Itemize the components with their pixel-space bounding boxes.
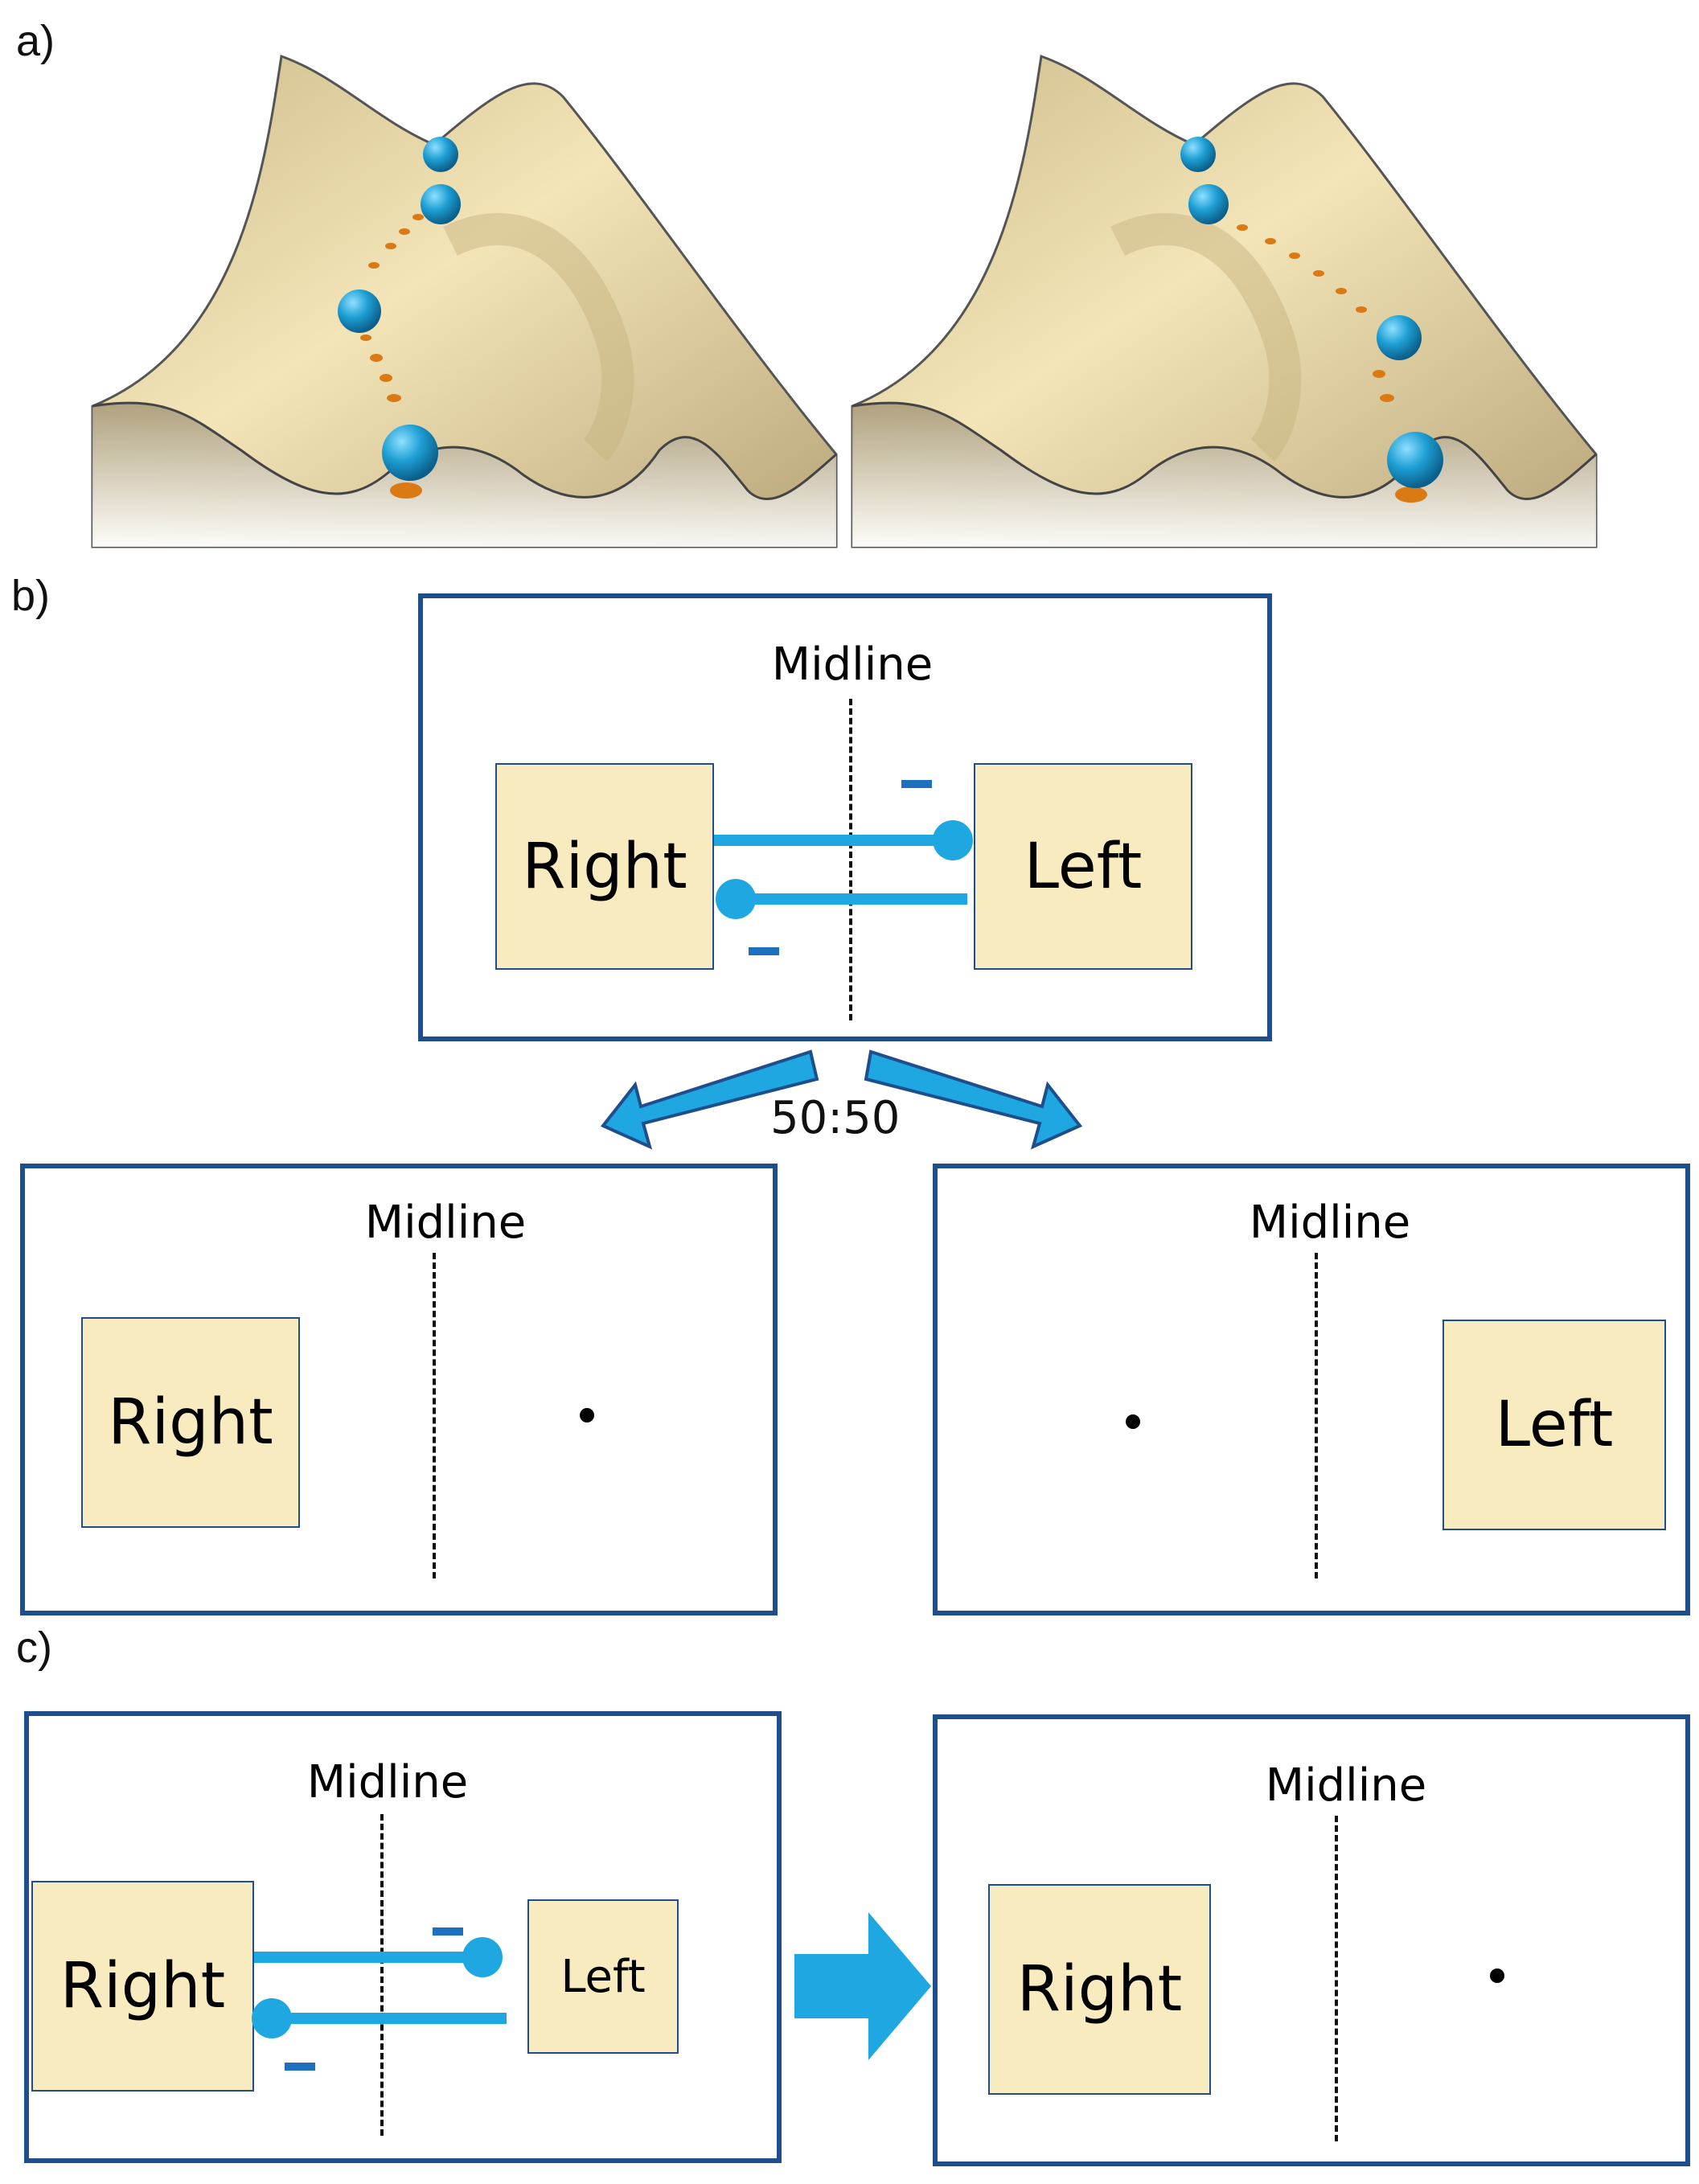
midline-label: Midline — [1265, 1759, 1427, 1812]
target-dot — [1126, 1414, 1140, 1429]
arrow-down-left-icon — [600, 1049, 819, 1150]
minus-sign-bottom: – — [285, 2063, 315, 2071]
arrow-down-right-icon — [864, 1049, 1083, 1150]
midline-label: Midline — [364, 1197, 527, 1249]
trajectory-left — [360, 214, 424, 499]
minus-sign-bottom: – — [749, 947, 779, 955]
balls-left — [338, 137, 461, 481]
panel-label-c: c) — [16, 1624, 52, 1672]
right-box: Right — [31, 1881, 254, 2092]
c-after-panel: Midline Right — [933, 1714, 1690, 2166]
b-bottom-left-panel: Midline Right — [20, 1164, 778, 1615]
midline-dash — [849, 699, 852, 1020]
midline-label: Midline — [771, 638, 934, 691]
linkers — [714, 820, 973, 919]
minus-sign-top: – — [433, 1927, 463, 1936]
midline-dash — [1315, 1253, 1318, 1578]
panel-label-b: b) — [11, 572, 51, 620]
linkers — [252, 1937, 507, 2038]
arrow-right-icon — [794, 1912, 931, 2060]
target-dot — [1490, 1968, 1504, 1983]
ratio-label: 50:50 — [770, 1092, 901, 1144]
split-arrows — [600, 1049, 1083, 1150]
surface-right — [851, 54, 1598, 548]
right-box: Right — [988, 1884, 1211, 2095]
midline-dash — [433, 1253, 436, 1578]
midline-dash — [380, 1814, 384, 2136]
minus-sign-top: – — [901, 780, 932, 788]
balls-right — [1180, 137, 1443, 488]
target-dot — [580, 1408, 594, 1422]
midline-dash — [1335, 1816, 1338, 2141]
trajectory-right — [1237, 224, 1427, 503]
c-before-panel: Midline Right Left – – — [24, 1711, 782, 2163]
left-box: Left — [1443, 1320, 1666, 1530]
surface-left — [91, 54, 838, 548]
left-box: Left — [974, 763, 1192, 970]
panel-label-a: a) — [16, 17, 55, 65]
midline-label: Midline — [306, 1756, 469, 1808]
right-box: Right — [81, 1317, 300, 1528]
midline-label: Midline — [1249, 1197, 1411, 1249]
b-bottom-right-panel: Midline Left — [933, 1164, 1690, 1615]
right-box: Right — [495, 763, 714, 970]
left-box-small: Left — [527, 1899, 679, 2054]
b-top-panel: Midline Right Left – – — [418, 593, 1272, 1041]
energy-landscape-left — [91, 54, 1598, 548]
